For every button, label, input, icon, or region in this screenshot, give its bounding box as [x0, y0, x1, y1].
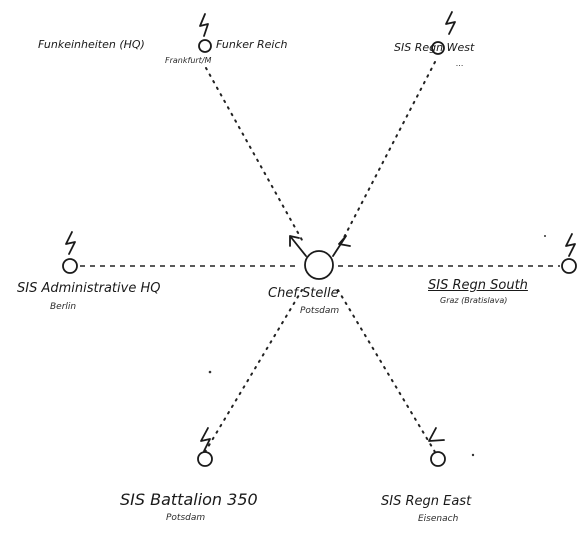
- scan-speck: [544, 235, 546, 237]
- node-center: [289, 235, 351, 280]
- sublabel-west: ...: [456, 59, 464, 68]
- station-circle: [561, 258, 577, 274]
- antenna-icon: [565, 233, 576, 257]
- link-west-to-center: [339, 61, 436, 246]
- antenna-icon: [200, 427, 211, 452]
- antenna-icon: [65, 231, 76, 255]
- node-admin: [62, 231, 78, 274]
- sublabel-admin: Berlin: [50, 302, 77, 312]
- scan-speck: [208, 370, 212, 374]
- scan-speck: [471, 453, 475, 457]
- station-circle: [62, 258, 78, 274]
- sublabel-south: Graz (Bratislava): [440, 296, 508, 305]
- link-battalion-to-center: [204, 289, 303, 453]
- antenna-icon: [428, 427, 445, 442]
- label-funk: Funkeinheiten (HQ): [38, 38, 145, 51]
- antenna-icon: [445, 11, 456, 35]
- label-south: SIS Regn South: [428, 278, 528, 293]
- node-funk: [198, 13, 212, 53]
- station-circle: [198, 39, 212, 53]
- station-circle: [430, 451, 446, 467]
- arrow-out-icon: [289, 235, 307, 257]
- station-circle: [197, 451, 213, 467]
- central-station-circle: [304, 250, 334, 280]
- sublabel-east: Eisenach: [418, 514, 459, 524]
- antenna-icon: [199, 13, 209, 37]
- antenna-icon: [332, 235, 351, 257]
- sublabel-funk: Frankfurt/M: [165, 56, 212, 65]
- link-funk-to-center: [205, 67, 303, 241]
- label-west: SIS Regn West: [394, 41, 475, 54]
- label-funk-reich: Funker Reich: [216, 38, 288, 51]
- station-circle: [431, 41, 445, 55]
- sublabel-center: Potsdam: [300, 306, 340, 316]
- label-center: Chef Stelle: [268, 286, 339, 301]
- label-battalion: SIS Battalion 350: [120, 490, 258, 509]
- node-battalion: [197, 427, 213, 467]
- sublabel-battalion: Potsdam: [166, 513, 206, 523]
- node-south: [561, 233, 577, 274]
- label-east: SIS Regn East: [381, 494, 472, 509]
- node-east: [428, 427, 446, 467]
- link-east-to-center: [337, 289, 436, 453]
- node-west: [431, 11, 456, 55]
- label-admin: SIS Administrative HQ: [17, 281, 161, 296]
